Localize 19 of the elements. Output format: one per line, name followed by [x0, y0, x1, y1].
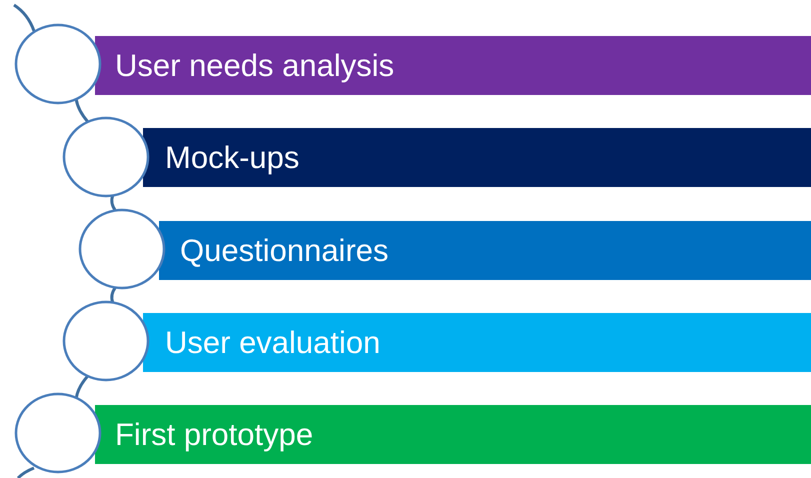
- connector-line: [110, 195, 117, 212]
- band-label: First prototype: [115, 416, 314, 452]
- connector-line: [74, 98, 89, 123]
- list-band: [159, 221, 811, 280]
- connector-line: [74, 375, 89, 398]
- circle-marker: [62, 116, 150, 198]
- band-label: User evaluation: [165, 324, 380, 360]
- list-band: [143, 313, 811, 372]
- list-band: [95, 36, 811, 95]
- band-label: Questionnaires: [180, 232, 389, 268]
- circle-marker: [14, 392, 102, 474]
- band-label: User needs analysis: [115, 48, 394, 84]
- circle-marker: [62, 300, 150, 382]
- connector-line: [110, 286, 117, 303]
- circle-marker: [14, 24, 102, 104]
- list-band: [95, 405, 811, 464]
- band-label: Mock-ups: [165, 140, 300, 176]
- circle-marker: [78, 208, 166, 290]
- list-band: [143, 128, 811, 187]
